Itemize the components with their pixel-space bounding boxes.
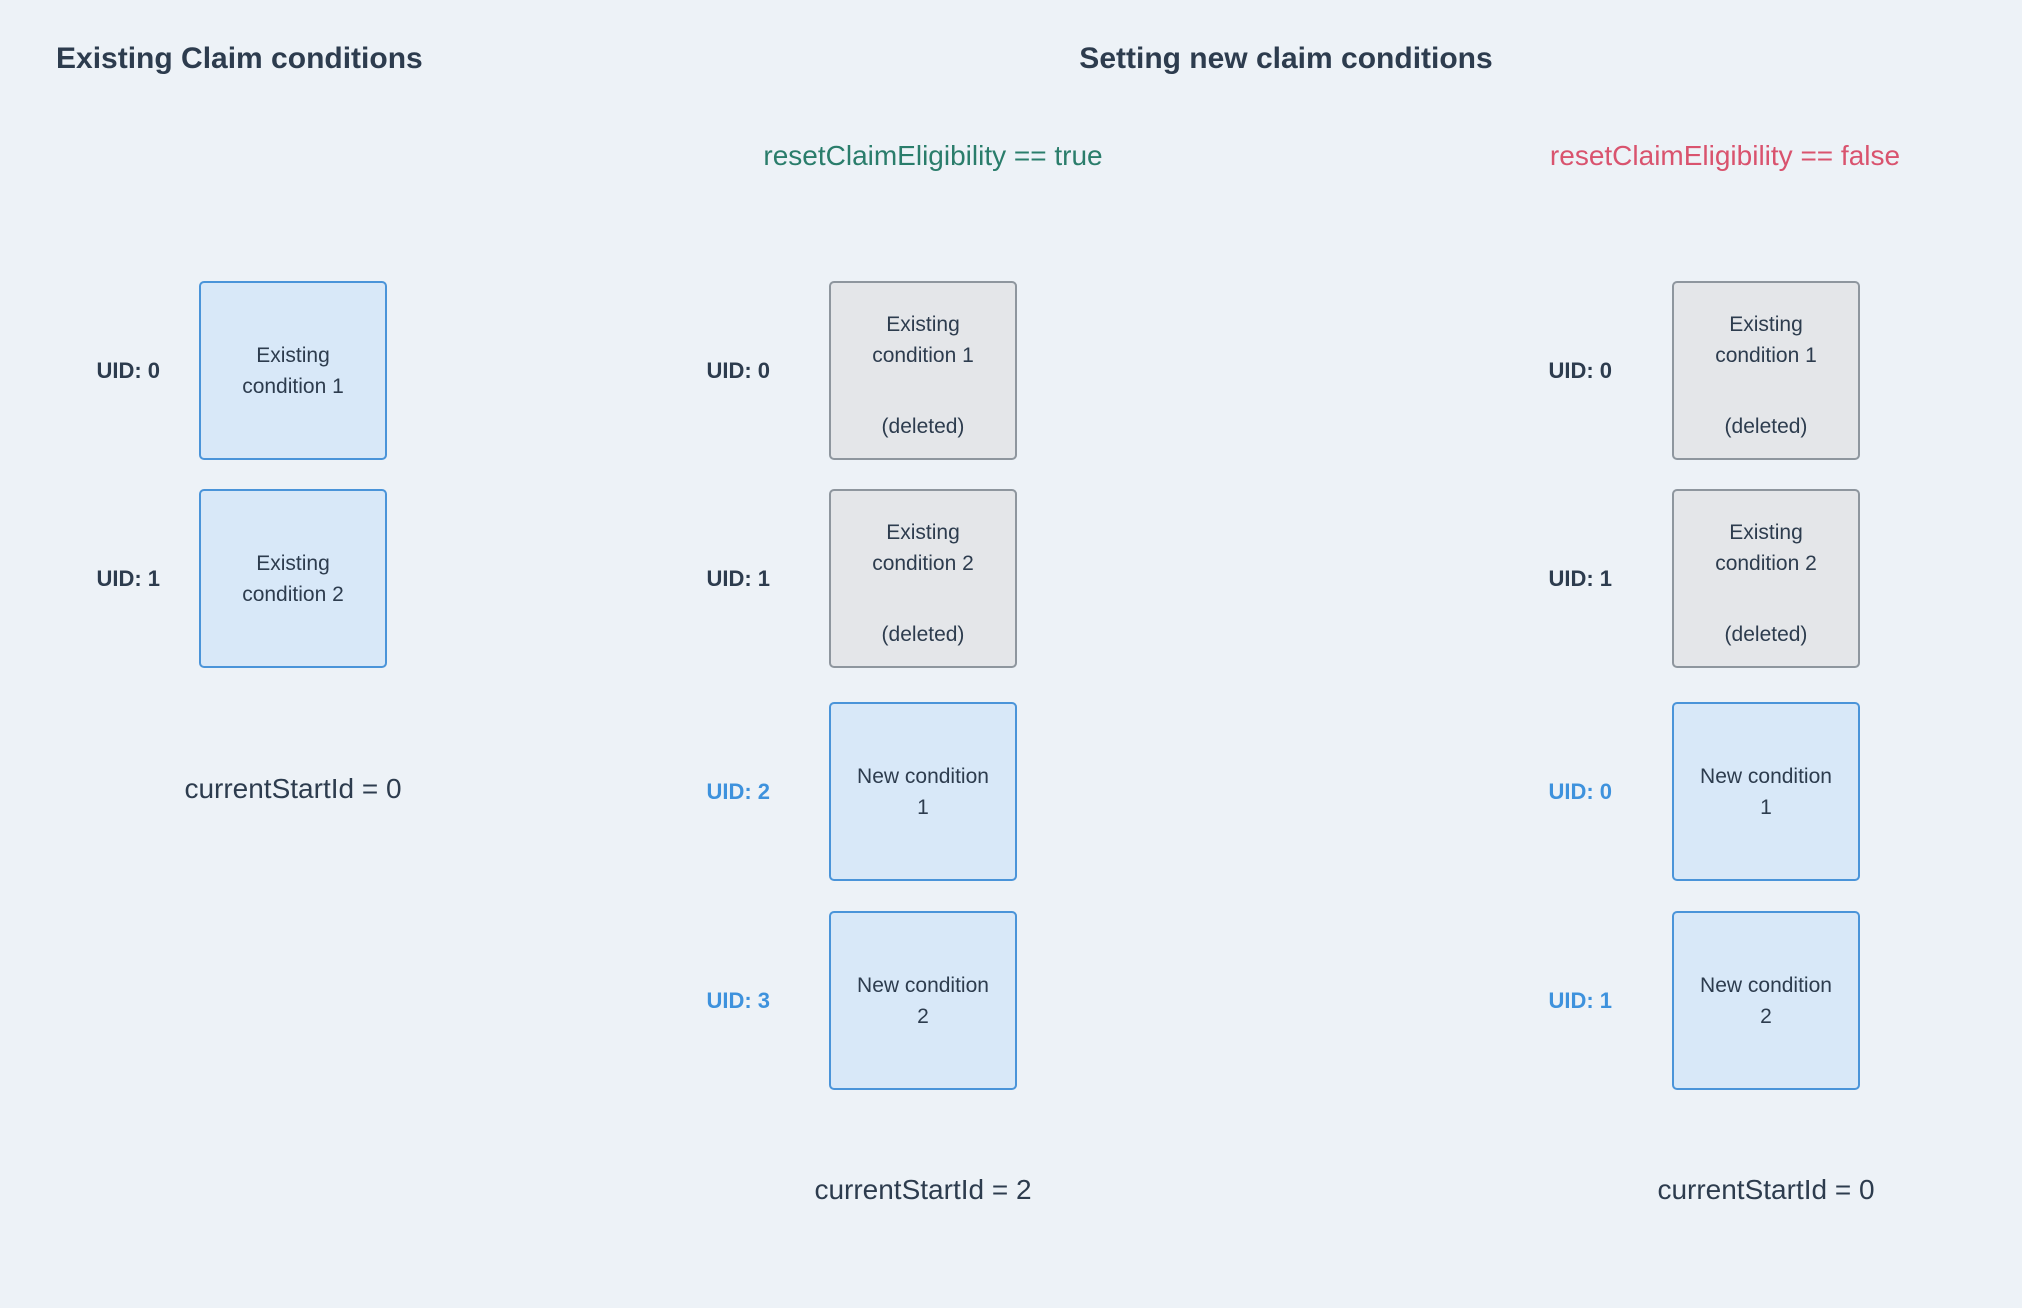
current-start-id-false: currentStartId = 0 (1657, 1174, 1875, 1205)
uid-label: UID: 1 (1548, 566, 1612, 591)
condition-box-line: New condition (1700, 764, 1832, 788)
condition-box-true-new-1: New condition 1 (829, 702, 1017, 881)
condition-box-false-new-2: New condition 2 (1672, 911, 1860, 1090)
uid-label: UID: 0 (96, 358, 160, 383)
current-start-id-existing: currentStartId = 0 (184, 773, 402, 804)
uid-label: UID: 0 (706, 358, 770, 383)
uid-label: UID: 0 (1548, 779, 1612, 804)
condition-box-line: 1 (1760, 795, 1772, 819)
condition-box-line: condition 2 (1715, 552, 1817, 575)
condition-box-line: 1 (917, 795, 929, 819)
condition-box-true-new-2: New condition 2 (829, 911, 1017, 1090)
page-title-setting-new-claims: Setting new claim conditions (1079, 42, 1493, 75)
condition-box-line: condition 1 (872, 344, 974, 367)
uid-label: UID: 1 (1548, 988, 1612, 1013)
condition-box-line: condition 2 (242, 582, 344, 606)
deleted-label: (deleted) (1724, 623, 1808, 646)
uid-label: UID: 2 (706, 779, 770, 804)
uid-label: UID: 1 (96, 566, 160, 591)
condition-box-line: 2 (917, 1004, 929, 1028)
uid-label: UID: 3 (706, 988, 770, 1013)
condition-box-line: Existing (886, 521, 960, 544)
condition-box-line: Existing (886, 313, 960, 336)
condition-box-false-deleted-2: Existing condition 2 (deleted) (1672, 489, 1860, 668)
condition-box-line: New condition (857, 973, 989, 997)
current-start-id-true: currentStartId = 2 (814, 1174, 1032, 1205)
condition-box-existing-2: Existing condition 2 (199, 489, 387, 668)
uid-label: UID: 1 (706, 566, 770, 591)
deleted-label: (deleted) (881, 623, 965, 646)
condition-box-line: Existing (256, 343, 330, 367)
condition-box-false-deleted-1: Existing condition 1 (deleted) (1672, 281, 1860, 460)
condition-box-line: Existing (1729, 521, 1803, 544)
scenario-label-reset-false: resetClaimEligibility == false (1549, 140, 1901, 171)
deleted-label: (deleted) (881, 415, 965, 438)
scenario-label-reset-true: resetClaimEligibility == true (763, 140, 1103, 171)
condition-box-line: condition 2 (872, 552, 974, 575)
condition-box-false-new-1: New condition 1 (1672, 702, 1860, 881)
condition-box-line: Existing (256, 551, 330, 575)
condition-box-existing-1: Existing condition 1 (199, 281, 387, 460)
condition-box-line: Existing (1729, 313, 1803, 336)
condition-box-line: condition 1 (242, 374, 344, 398)
deleted-label: (deleted) (1724, 415, 1808, 438)
condition-box-line: 2 (1760, 1004, 1772, 1028)
condition-box-line: condition 1 (1715, 344, 1817, 367)
page-title-existing-claims: Existing Claim conditions (56, 42, 423, 75)
condition-box-line: New condition (857, 764, 989, 788)
uid-label: UID: 0 (1548, 358, 1612, 383)
condition-box-true-deleted-2: Existing condition 2 (deleted) (829, 489, 1017, 668)
condition-box-true-deleted-1: Existing condition 1 (deleted) (829, 281, 1017, 460)
condition-box-line: New condition (1700, 973, 1832, 997)
